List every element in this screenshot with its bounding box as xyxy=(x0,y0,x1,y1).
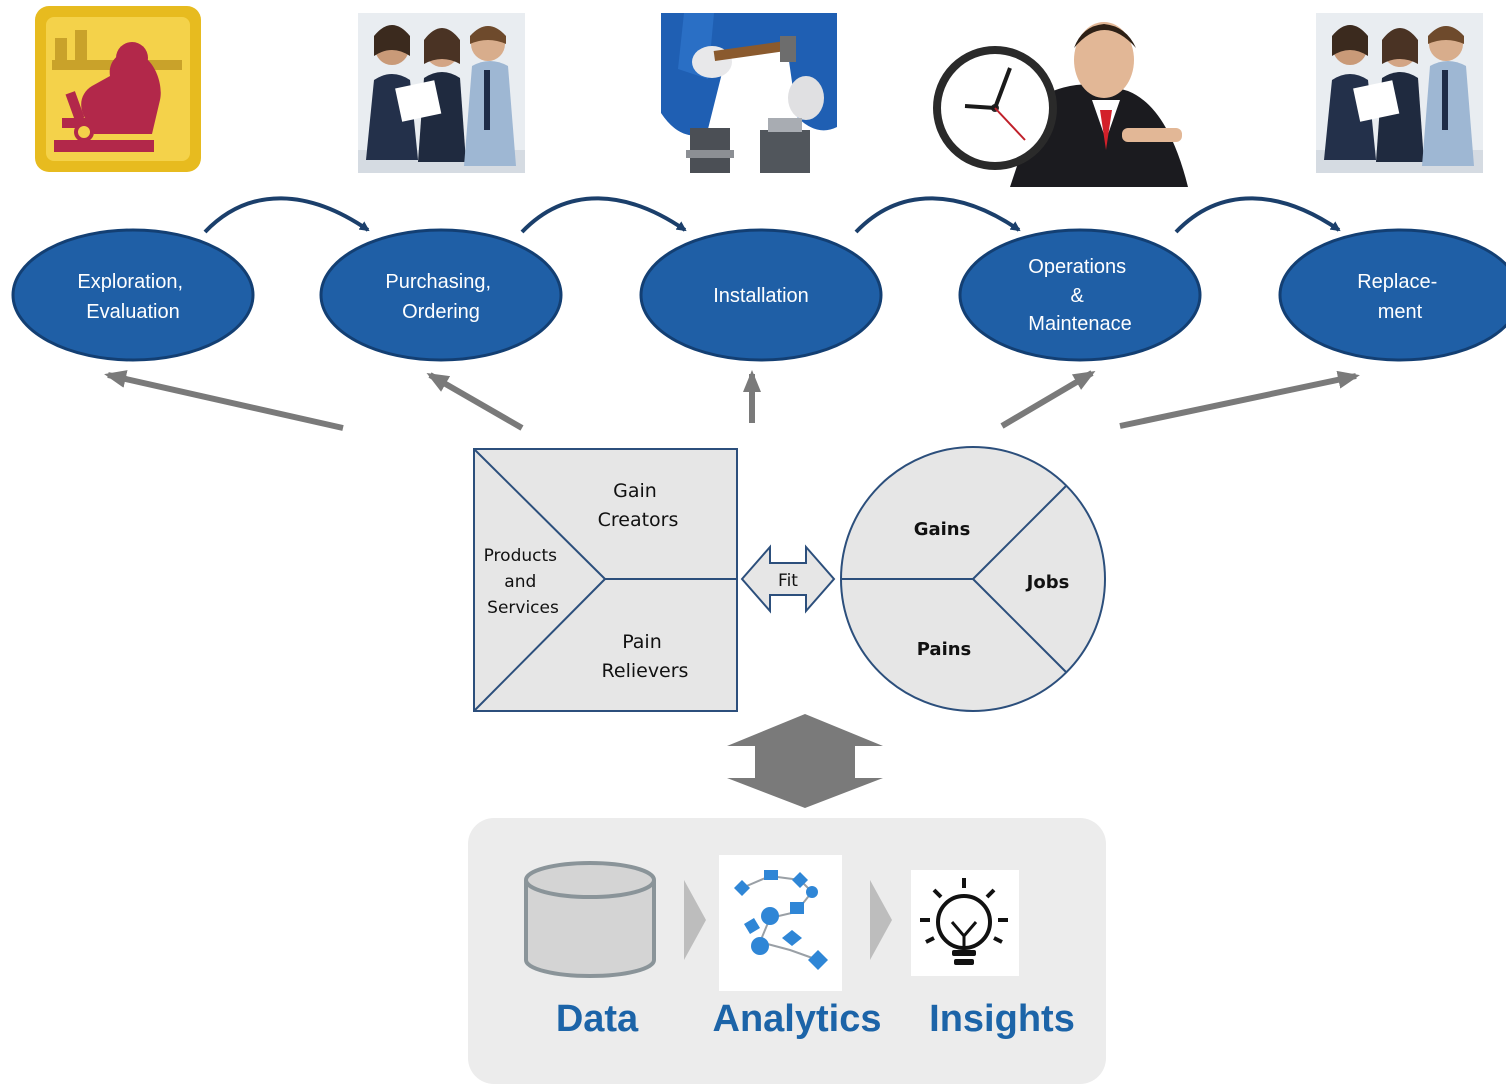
data-label: Data xyxy=(556,998,639,1040)
svg-text:Operations & Maint: Operations & Maintenace xyxy=(1028,256,1131,335)
jobs-label: Jobs xyxy=(1025,572,1070,593)
gains-label: Gains xyxy=(914,519,971,540)
stage-label: Purchasing, xyxy=(385,271,491,293)
scientist-microscope-icon xyxy=(35,6,201,172)
stage-installation: Installation xyxy=(639,228,883,362)
stage-label: Installation xyxy=(713,285,809,307)
analytics-flowchart-icon xyxy=(719,855,842,991)
pains-label: Pains xyxy=(917,639,972,660)
products-services-label: Services xyxy=(487,598,559,618)
chevron-right-icon xyxy=(870,880,892,960)
svg-text:Exploration, Evaluation: Exploration, Evaluation xyxy=(77,271,188,323)
pain-relievers-label: Pain xyxy=(622,631,662,653)
businessman-clock-photo xyxy=(933,10,1199,187)
stage-label: Maintenace xyxy=(1028,313,1131,335)
products-services-label: and xyxy=(504,572,536,592)
canvas-to-stage-arrows xyxy=(104,370,1360,431)
stage-label: ment xyxy=(1378,301,1423,323)
gain-creators-label: Gain xyxy=(613,480,657,502)
flow-arrow xyxy=(520,196,687,234)
fit-label: Fit xyxy=(778,571,798,591)
gain-creators-label: Creators xyxy=(598,509,679,531)
data-analytics-insights-panel: Data Analytics Insights xyxy=(468,818,1106,1084)
svg-text:Pain Relievers: Pain Relievers xyxy=(602,631,689,682)
customer-profile: Gains Jobs Pains xyxy=(840,446,1106,712)
flow-arrow xyxy=(854,196,1021,234)
chevron-right-icon xyxy=(684,880,706,960)
flow-arrow xyxy=(203,196,370,234)
value-map: Products and Services Gain Creators Pain… xyxy=(473,448,738,712)
products-services-label: Products xyxy=(484,546,558,566)
svg-text:Gain Creators: Gain Creators xyxy=(598,480,679,531)
stage-exploration: Exploration, Evaluation xyxy=(11,228,255,362)
fit-double-arrow: Fit xyxy=(740,544,836,614)
stage-flow-arrows xyxy=(203,196,1341,234)
stage-label: Evaluation xyxy=(86,301,179,323)
business-team-photo xyxy=(358,13,525,173)
flow-arrow xyxy=(1174,196,1341,234)
vertical-double-arrow xyxy=(727,714,883,808)
stage-label: Exploration, xyxy=(77,271,183,293)
gray-arrow xyxy=(1119,370,1360,429)
stage-replacement: Replace- ment xyxy=(1278,228,1506,362)
svg-text:Purchasing, Ordering: Purchasing, Ordering xyxy=(385,271,496,323)
installation-worker-photo xyxy=(641,13,851,173)
stage-label: Ordering xyxy=(402,301,480,323)
stage-label: & xyxy=(1071,285,1085,307)
svg-text:Products and Servi: Products and Services xyxy=(484,546,563,618)
pain-relievers-label: Relievers xyxy=(602,660,689,682)
gray-arrow xyxy=(104,370,344,431)
stage-label: Operations xyxy=(1028,256,1126,278)
svg-text:Installation: Installation xyxy=(713,285,809,307)
gray-arrow xyxy=(426,372,524,431)
gray-arrow xyxy=(1000,370,1096,429)
database-icon xyxy=(524,861,656,978)
stage-label: Replace- xyxy=(1357,271,1437,293)
analytics-label: Analytics xyxy=(713,998,882,1040)
stage-purchasing: Purchasing, Ordering xyxy=(319,228,563,362)
lightbulb-insight-icon xyxy=(911,870,1019,976)
stage-operations: Operations & Maintenace xyxy=(958,228,1202,362)
svg-text:Replace- ment: Replace- ment xyxy=(1357,271,1443,323)
insights-label: Insights xyxy=(929,998,1075,1040)
business-team-photo xyxy=(1316,13,1483,173)
